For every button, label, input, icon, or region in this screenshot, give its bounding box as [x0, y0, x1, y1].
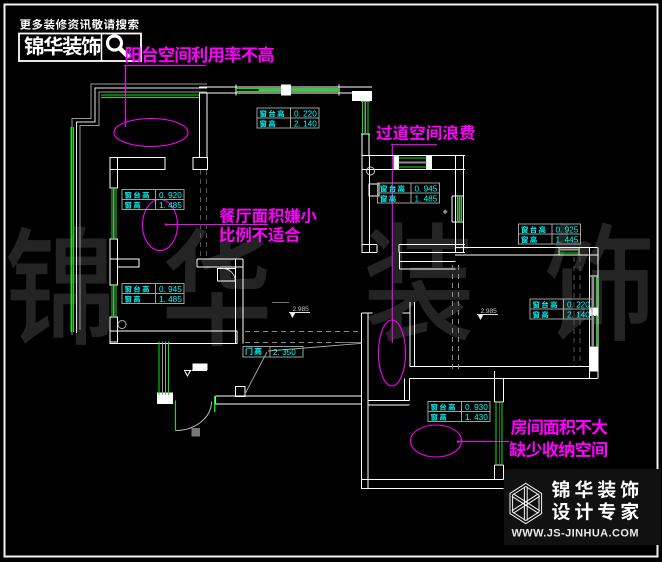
- svg-text:0. 220: 0. 220: [567, 301, 590, 310]
- svg-text:1. 445: 1. 445: [556, 236, 579, 245]
- svg-text:0. 220: 0. 220: [294, 110, 317, 119]
- svg-text:2.985: 2.985: [481, 308, 498, 315]
- svg-text:1. 430: 1. 430: [465, 413, 488, 422]
- svg-text:WWW.JS-JINHUA.COM: WWW.JS-JINHUA.COM: [512, 528, 639, 540]
- svg-text:0. 925: 0. 925: [556, 226, 579, 235]
- svg-text:2. 140: 2. 140: [567, 311, 590, 320]
- svg-text:0. 930: 0. 930: [465, 403, 488, 412]
- svg-text:1. 485: 1. 485: [415, 195, 438, 204]
- svg-text:0. 945: 0. 945: [159, 285, 182, 294]
- svg-text:2. 350: 2. 350: [273, 348, 296, 357]
- svg-text:0. 945: 0. 945: [415, 185, 438, 194]
- svg-text:0. 920: 0. 920: [159, 191, 182, 200]
- svg-text:1. 485: 1. 485: [159, 201, 182, 210]
- svg-text:1. 485: 1. 485: [159, 295, 182, 304]
- svg-text:2.985: 2.985: [293, 306, 310, 313]
- svg-text:2. 140: 2. 140: [294, 120, 317, 129]
